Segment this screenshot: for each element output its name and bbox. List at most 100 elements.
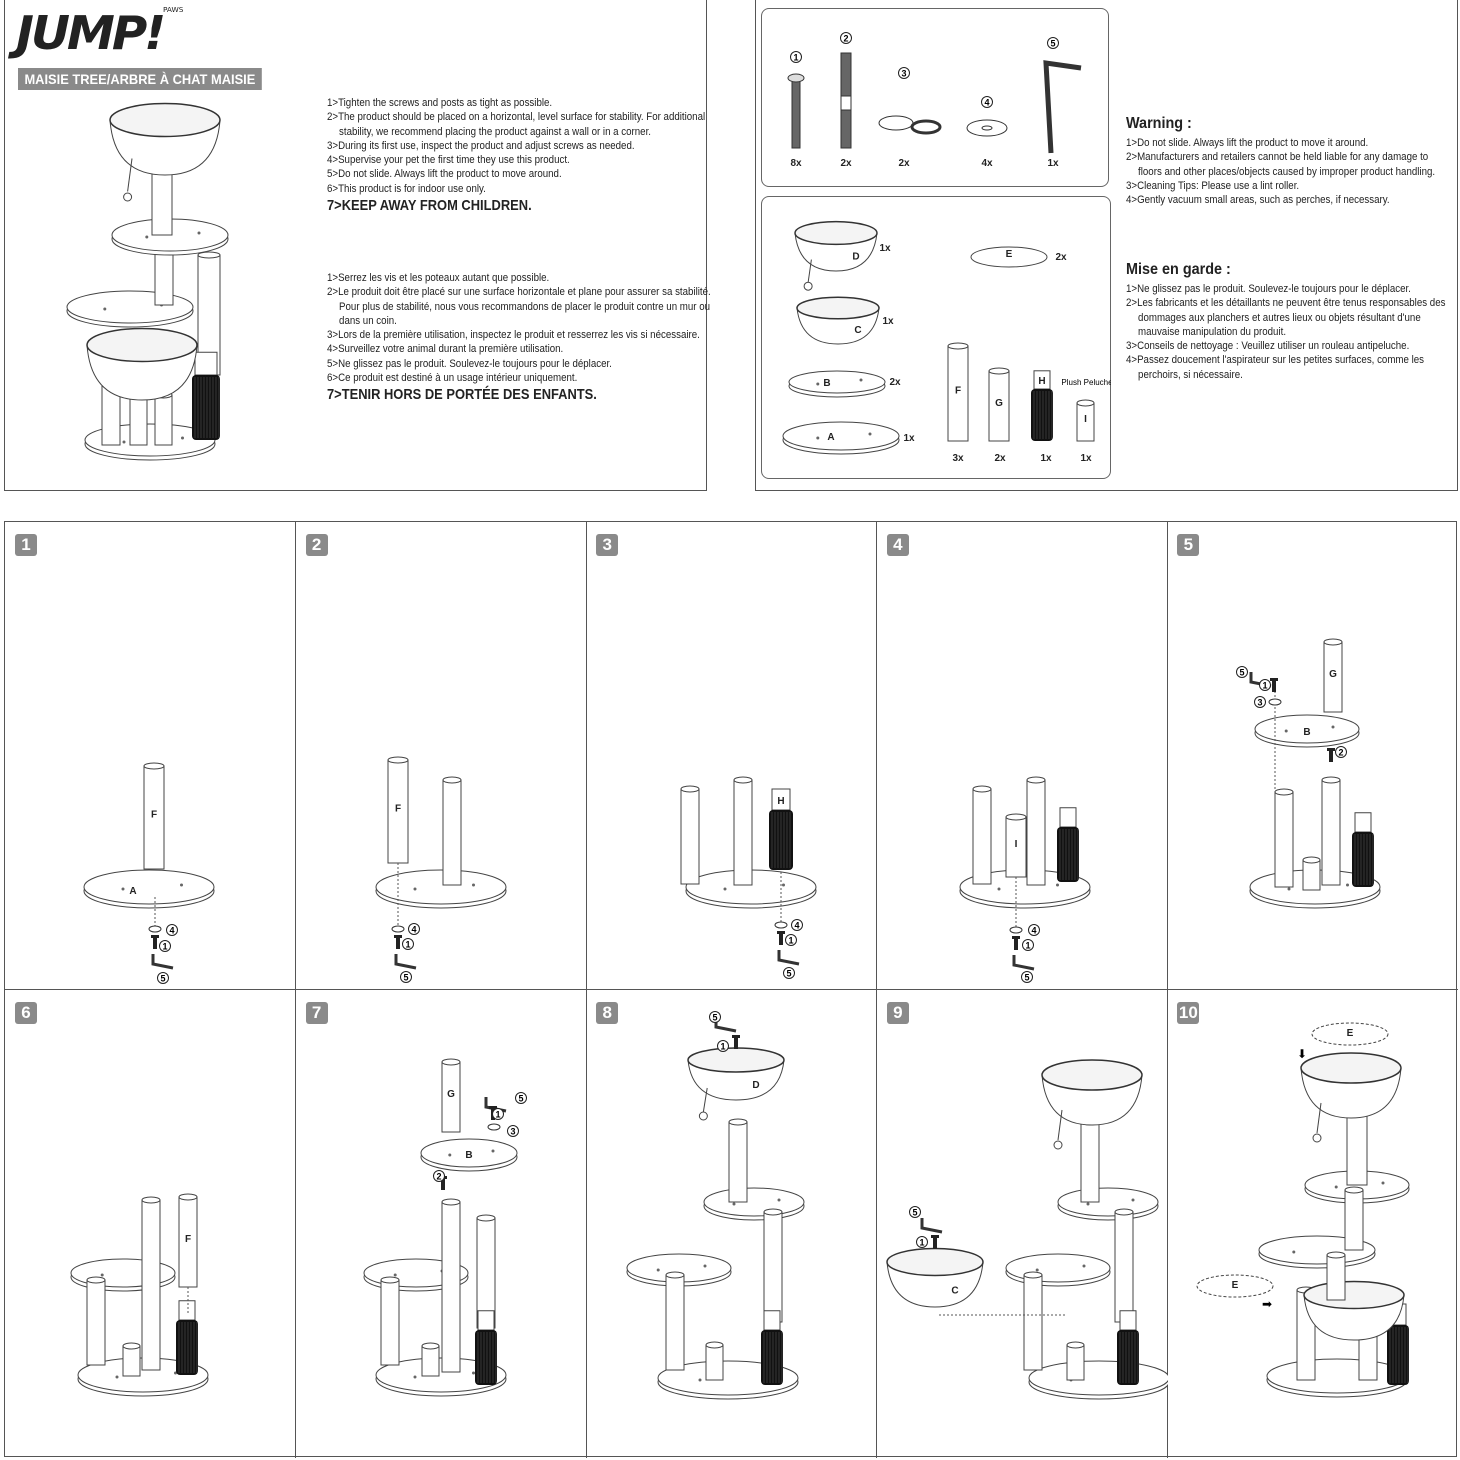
- step-number-badge: 5: [1177, 534, 1200, 556]
- shelf-disc: [1266, 1358, 1408, 1398]
- shelf-disc: [375, 869, 507, 909]
- callout-number: 5: [1240, 668, 1245, 678]
- sisal-post: [1116, 1310, 1139, 1385]
- callout-number: 3: [901, 69, 906, 79]
- bowl-bed: [86, 327, 198, 401]
- screw-icon: [930, 1235, 939, 1249]
- shelf-disc: [77, 1357, 209, 1397]
- instructions-english: 1>Tighten the screws and posts as tight …: [327, 96, 731, 216]
- post: [733, 776, 753, 886]
- post: [705, 1341, 724, 1381]
- instruction-item: 3>Lors de la première utilisation, inspe…: [327, 329, 700, 342]
- callout-number: 1: [1263, 681, 1268, 691]
- post: [1114, 1208, 1134, 1323]
- hardware-callout: 3: [506, 1125, 519, 1137]
- instruction-item: 2>The product should be placed on a hori…: [327, 111, 706, 138]
- toy-ball-icon: [803, 281, 813, 291]
- safety-panel: [4, 0, 707, 491]
- instruction-item: 7>KEEP AWAY FROM CHILDREN.: [327, 197, 532, 215]
- part-label: I: [1014, 839, 1017, 850]
- instruction-item: 3>During its first use, inspect the prod…: [327, 139, 635, 152]
- mise-en-garde-list: 1>Ne glissez pas le produit. Soulevez-le…: [1126, 282, 1457, 382]
- step-number-badge: 10: [1177, 1002, 1200, 1024]
- instruction-item: 1>Ne glissez pas le produit. Soulevez-le…: [1126, 283, 1411, 295]
- callout-number: 3: [510, 1127, 515, 1137]
- hardware-callout: 5: [157, 972, 169, 984]
- arrow-icon: ⬇: [1297, 1047, 1307, 1061]
- part-label: G: [995, 398, 1003, 409]
- hardware-callout: 2: [1335, 746, 1348, 758]
- allen-key-icon: [1043, 60, 1082, 154]
- screw-icon: [777, 931, 786, 945]
- bowl-bed: [1300, 1052, 1403, 1143]
- hardware-callout: 5: [399, 971, 412, 983]
- sisal-post: [192, 351, 220, 440]
- hardware-callout: 5: [908, 1206, 921, 1218]
- jump-logo: JUMP!PAWS: [16, 6, 183, 60]
- callout-number: 1: [162, 942, 167, 952]
- post: G: [1323, 638, 1343, 713]
- shelf-disc: [1005, 1253, 1111, 1287]
- instruction-item: 6>This product is for indoor use only.: [327, 182, 486, 195]
- instruction-item: 1>Serrez les vis et les poteaux autant q…: [327, 272, 550, 284]
- hardware-callout: 4: [981, 96, 993, 108]
- shelf-disc: B: [788, 370, 886, 398]
- post: [728, 1118, 748, 1203]
- bowl-bed: C: [886, 1247, 984, 1308]
- post: [1023, 1271, 1043, 1371]
- instruction-item: 5>Ne glissez pas le produit. Soulevez-le…: [327, 357, 612, 370]
- instruction-item: 4>Gently vacuum small areas, such as per…: [1126, 194, 1390, 207]
- hardware-callout: 1: [915, 1236, 928, 1248]
- part-label: A: [827, 432, 834, 443]
- callout-number: 4: [411, 925, 416, 935]
- mise-en-garde-title: Mise en garde :: [1126, 261, 1231, 278]
- part-label: B: [465, 1150, 472, 1161]
- cap-nut-icon: [878, 115, 914, 131]
- plush-note: Plush Peluche: [1061, 378, 1111, 387]
- parts-panel: [755, 0, 1458, 491]
- callout-number: 5: [912, 1208, 917, 1218]
- warning-title: Warning :: [1126, 115, 1192, 132]
- hardware-callout: 5: [709, 1011, 722, 1023]
- hardware-quantity: 1x: [1047, 158, 1059, 169]
- part-label: F: [185, 1234, 191, 1245]
- part-quantity: 1x: [1080, 453, 1092, 464]
- step-number-badge: 8: [596, 1002, 619, 1024]
- post: [141, 1196, 161, 1371]
- shelf-disc: [703, 1187, 805, 1221]
- arrow-icon: ➡: [1262, 1297, 1272, 1311]
- post: [421, 1342, 440, 1377]
- post: [680, 785, 700, 885]
- instruction-item: 7>TENIR HORS DE PORTÉE DES ENFANTS.: [327, 386, 597, 404]
- sisal-post: [474, 1310, 497, 1385]
- part-quantity: 1x: [879, 243, 891, 254]
- post: F: [143, 762, 165, 870]
- post: G: [441, 1058, 461, 1133]
- callout-number: 4: [1031, 926, 1036, 936]
- part-quantity: 1x: [882, 316, 894, 327]
- callout-number: 5: [518, 1094, 523, 1104]
- hardware-quantity: 2x: [840, 158, 852, 169]
- callout-number: 1: [721, 1042, 726, 1052]
- step-number-badge: 6: [15, 1002, 37, 1024]
- callout-number: 1: [919, 1238, 924, 1248]
- post: [665, 1271, 685, 1371]
- part-label: H: [1038, 376, 1045, 387]
- hardware-quantity: 2x: [898, 158, 910, 169]
- part-label: B: [823, 378, 830, 389]
- callout-number: 2: [843, 34, 848, 44]
- shelf-disc: [1254, 714, 1360, 748]
- cover-disc: [1196, 1274, 1274, 1298]
- hardware-callout: 2: [432, 1170, 445, 1182]
- step-illustration: F: [70, 1193, 209, 1397]
- step-illustration: EE➡⬇: [1196, 1022, 1410, 1398]
- logo-text: JUMP!: [16, 6, 166, 60]
- part-quantity: 2x: [994, 453, 1006, 464]
- callout-number: 4: [169, 926, 174, 936]
- part-quantity: 2x: [1055, 252, 1067, 263]
